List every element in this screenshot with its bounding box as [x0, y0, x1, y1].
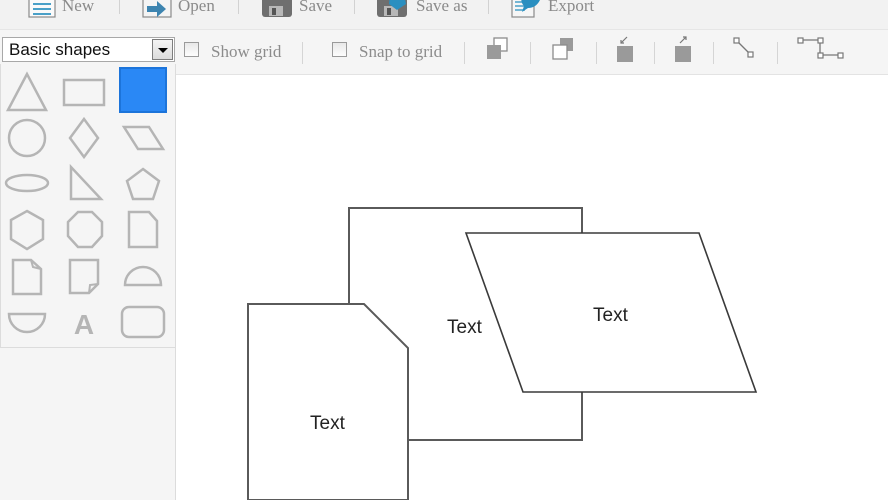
rectangle-text-label[interactable]: Text: [447, 317, 482, 338]
send-backward-button[interactable]: [612, 35, 642, 65]
separator: [238, 0, 239, 14]
export-label: Export: [548, 0, 595, 15]
shape-text[interactable]: A: [60, 300, 108, 346]
folded-document-icon: [11, 258, 43, 296]
separator: [488, 0, 489, 14]
separator: [596, 42, 597, 64]
rectangle-icon: [62, 78, 106, 107]
parallelogram-icon: [121, 125, 166, 151]
open-label: Open: [178, 0, 215, 15]
separator: [654, 42, 655, 64]
drawing-canvas[interactable]: Text Text Text: [177, 75, 888, 500]
note-page-icon: [68, 258, 100, 295]
cut-corner-rectangle-icon: [127, 210, 159, 249]
shape-cut-corner-rectangle[interactable]: [119, 207, 167, 253]
bring-forward-button[interactable]: [670, 35, 700, 65]
shape-half-circle-bottom[interactable]: [3, 300, 51, 346]
chevron-down-icon[interactable]: [152, 39, 173, 60]
shape-library-value: Basic shapes: [9, 40, 111, 59]
separator: [713, 42, 714, 64]
shape-rounded-rectangle[interactable]: [119, 300, 167, 346]
rounded-rectangle-icon: [120, 305, 166, 339]
shape-octagon[interactable]: [60, 207, 108, 253]
straight-connector-icon: [733, 37, 754, 58]
svg-text:A: A: [74, 309, 94, 340]
export-icon: [511, 0, 540, 18]
elbow-connector-icon: [797, 37, 844, 59]
separator: [777, 42, 778, 64]
triangle-icon: [5, 71, 49, 112]
send-to-back-icon: [552, 38, 573, 60]
shape-hexagon[interactable]: [3, 207, 51, 253]
straight-connector-button[interactable]: [731, 35, 761, 65]
show-grid-label[interactable]: Show grid: [211, 42, 282, 61]
pentagon-icon: [125, 167, 161, 201]
octagon-icon: [66, 210, 104, 249]
hexagon-icon: [9, 209, 45, 251]
send-to-back-button[interactable]: [549, 35, 579, 65]
snap-to-grid-checkbox[interactable]: [332, 42, 347, 57]
half-circle-bottom-icon: [7, 312, 47, 334]
shape-rectangle[interactable]: [60, 68, 108, 114]
shape-palette-empty-area: [0, 348, 176, 500]
separator: [354, 0, 355, 14]
shape-library-select[interactable]: Basic shapes: [2, 37, 175, 62]
save-label: Save: [299, 0, 333, 15]
shape-parallelogram[interactable]: [119, 115, 167, 161]
diamond-icon: [68, 116, 100, 160]
snap-to-grid-label[interactable]: Snap to grid: [359, 42, 443, 61]
shape-right-triangle[interactable]: [60, 161, 108, 207]
shape-filled-square[interactable]: [119, 67, 167, 113]
circle-icon: [7, 118, 47, 158]
save-as-label: Save as: [416, 0, 468, 15]
new-button[interactable]: New: [28, 0, 94, 20]
elbow-connector-button[interactable]: [796, 35, 846, 65]
canvas-cut-corner-shape[interactable]: [247, 303, 409, 500]
separator: [464, 42, 465, 64]
new-label: New: [62, 0, 95, 15]
floppy-disk-save-as-icon: [377, 0, 407, 17]
open-arrow-icon: [142, 0, 172, 18]
shape-palette: A: [0, 64, 176, 348]
show-grid-checkbox[interactable]: [184, 42, 199, 57]
canvas-parallelogram-shape[interactable]: [464, 232, 758, 393]
shape-pentagon[interactable]: [119, 161, 167, 207]
ellipse-icon: [4, 173, 50, 193]
bring-forward-icon: [675, 36, 691, 62]
save-as-button[interactable]: Save as: [376, 0, 467, 20]
bring-to-front-icon: [487, 37, 508, 59]
shape-circle[interactable]: [3, 115, 51, 161]
new-document-icon: [28, 0, 56, 18]
export-button[interactable]: Export: [510, 0, 594, 20]
canvas-shapes: [247, 207, 758, 500]
shape-diamond[interactable]: [60, 115, 108, 161]
shape-half-circle-top[interactable]: [119, 254, 167, 300]
shape-note-page[interactable]: [60, 254, 108, 300]
separator: [119, 0, 120, 14]
shape-folded-corner-document[interactable]: [3, 254, 51, 300]
send-backward-icon: [617, 36, 633, 62]
floppy-disk-icon: [262, 0, 292, 17]
save-button[interactable]: Save: [261, 0, 332, 20]
shape-ellipse[interactable]: [3, 161, 51, 207]
half-circle-top-icon: [123, 265, 163, 287]
text-icon: A: [74, 309, 94, 340]
parallelogram-text-label[interactable]: Text: [593, 305, 628, 326]
cut-corner-text-label[interactable]: Text: [310, 413, 345, 434]
right-triangle-icon: [69, 163, 104, 201]
separator: [302, 42, 303, 64]
bring-to-front-button[interactable]: [483, 35, 513, 65]
shape-triangle[interactable]: [3, 68, 51, 114]
separator: [530, 42, 531, 64]
open-button[interactable]: Open: [142, 0, 215, 20]
main-toolbar: New Open Save Save as: [0, 0, 888, 30]
